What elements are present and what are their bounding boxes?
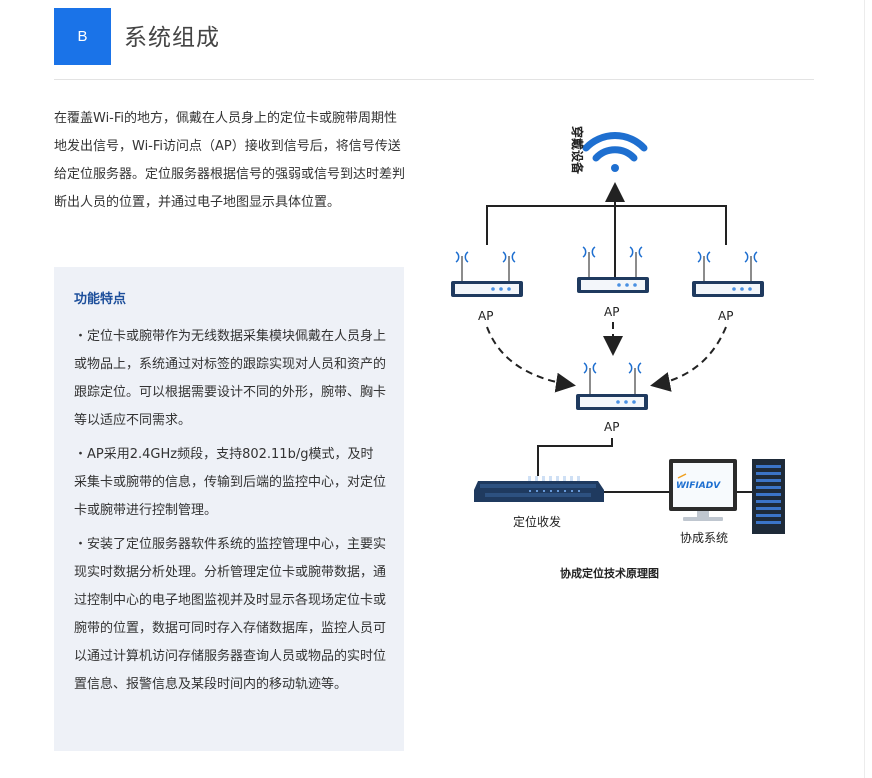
- ap-label-right: AP: [718, 309, 733, 323]
- section-badge: B: [54, 8, 111, 65]
- uplink-lines: [486, 182, 727, 278]
- signal-arrows: [486, 322, 727, 393]
- feature-panel: 功能特点 ・定位卡或腕带作为无线数据采集模块佩戴在人员身上或物品上，系统通过对标…: [54, 267, 404, 751]
- access-point-bottom: [576, 362, 648, 410]
- access-point-right: [692, 251, 764, 297]
- feature-item: ・AP采用2.4GHz频段，支持802.11b/g模式，及时采集卡或腕带的信息，…: [74, 447, 387, 518]
- downlink-lines: [537, 438, 752, 493]
- access-point-center: [577, 246, 649, 293]
- feature-panel-title: 功能特点: [74, 292, 127, 307]
- access-point-left: [451, 251, 523, 297]
- feature-item: ・安装了定位服务器软件系统的监控管理中心，主要实现实时数据分析处理。分析管理定位…: [74, 537, 387, 692]
- wifi-icon: [582, 132, 648, 172]
- wearable-label: 穿戴设备: [570, 126, 585, 175]
- page-right-border: [864, 0, 865, 778]
- positioning-transceiver: [474, 476, 604, 502]
- intro-paragraph: 在覆盖Wi-Fi的地方，佩戴在人员身上的定位卡或腕带周期性地发出信号，Wi-Fi…: [54, 111, 406, 210]
- ap-label-center: AP: [604, 305, 619, 319]
- server-rack-icon: [752, 459, 785, 534]
- monitor-logo: WIFIADV: [676, 481, 721, 491]
- section-title: 系统组成: [124, 25, 220, 51]
- monitor-icon: WIFIADV: [669, 459, 737, 521]
- feature-item: ・定位卡或腕带作为无线数据采集模块佩戴在人员身上或物品上，系统通过对标签的跟踪实…: [74, 329, 387, 428]
- ap-label-left: AP: [478, 309, 493, 323]
- transceiver-label: 定位收发: [513, 514, 561, 529]
- ap-label-bottom: AP: [604, 420, 619, 434]
- system-label: 协成系统: [680, 530, 728, 545]
- positioning-diagram: 穿戴设备 AP: [430, 110, 830, 590]
- section-header: B 系统组成: [54, 8, 814, 80]
- diagram-canvas: 穿戴设备 AP: [451, 126, 785, 580]
- diagram-caption: 协成定位技术原理图: [560, 566, 659, 580]
